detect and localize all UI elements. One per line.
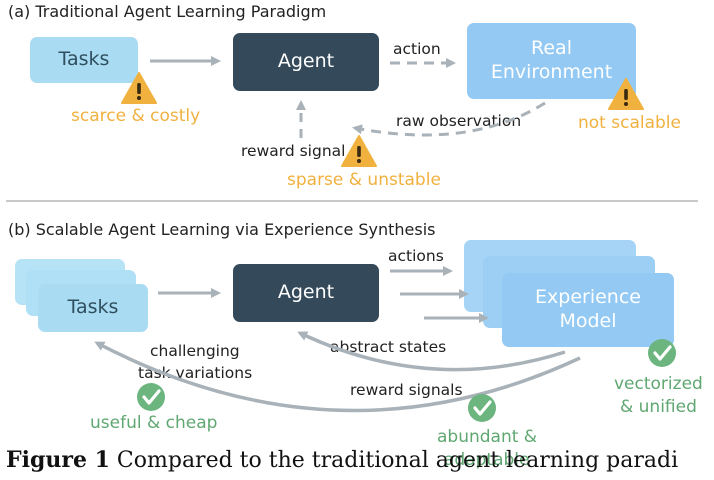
warning-triangle-icon	[121, 72, 157, 104]
check-circle-icon	[648, 339, 676, 367]
agent-label-b: Agent	[277, 281, 335, 304]
scarce-costly-label: scarce & costly	[71, 106, 201, 126]
reward-signal-label: reward signal	[241, 142, 346, 160]
warning-triangle-icon	[341, 135, 377, 167]
arrow-raw-observation	[352, 101, 546, 137]
tasks-label-b: Tasks	[67, 296, 119, 319]
sparse-unstable-label: sparse & unstable	[287, 170, 441, 190]
caption-label: Figure 1	[6, 447, 110, 473]
check-circle-icon	[468, 394, 496, 422]
model-line1: Experience	[535, 286, 641, 309]
tasks-label-a: Tasks	[58, 48, 110, 71]
vectorized-line1: vectorized	[614, 374, 703, 394]
challenging-line2: task variations	[138, 364, 253, 382]
abundant-line2: adaptable	[444, 450, 530, 470]
tasks-box-a: Tasks	[30, 37, 138, 83]
actions-label: actions	[388, 247, 444, 265]
section-divider	[6, 200, 698, 202]
agent-label-a: Agent	[277, 50, 335, 73]
warning-triangle-icon	[608, 78, 644, 110]
env-line2: Environment	[490, 61, 613, 83]
agent-box-a: Agent	[233, 33, 379, 91]
challenging-line1: challenging	[150, 342, 240, 360]
check-circle-icon	[137, 383, 165, 411]
experience-model-box: Experience Model	[502, 273, 674, 347]
action-label: action	[393, 40, 441, 58]
agent-box-b: Agent	[233, 264, 379, 322]
env-line1: Real	[531, 37, 572, 60]
section-a-title: (a) Traditional Agent Learning Paradigm	[8, 2, 327, 21]
caption-text: Compared to the traditional agent learni…	[116, 448, 679, 473]
not-scalable-label: not scalable	[578, 113, 681, 133]
arrow-reward-signals	[94, 341, 581, 413]
vectorized-line2: & unified	[620, 397, 697, 417]
tasks-box-b: Tasks	[38, 284, 148, 332]
arrow-abstract-states	[297, 331, 566, 372]
reward-signals-label: reward signals	[350, 381, 463, 399]
figure-caption: Figure 1 Compared to the traditional age…	[6, 447, 678, 473]
model-line2: Model	[559, 310, 617, 332]
abundant-line1: abundant &	[437, 427, 538, 447]
abstract-states-label: abstract states	[330, 338, 447, 356]
real-environment-box: Real Environment	[467, 23, 636, 99]
section-b-title: (b) Scalable Agent Learning via Experien…	[8, 220, 436, 239]
useful-cheap-label: useful & cheap	[90, 413, 218, 433]
